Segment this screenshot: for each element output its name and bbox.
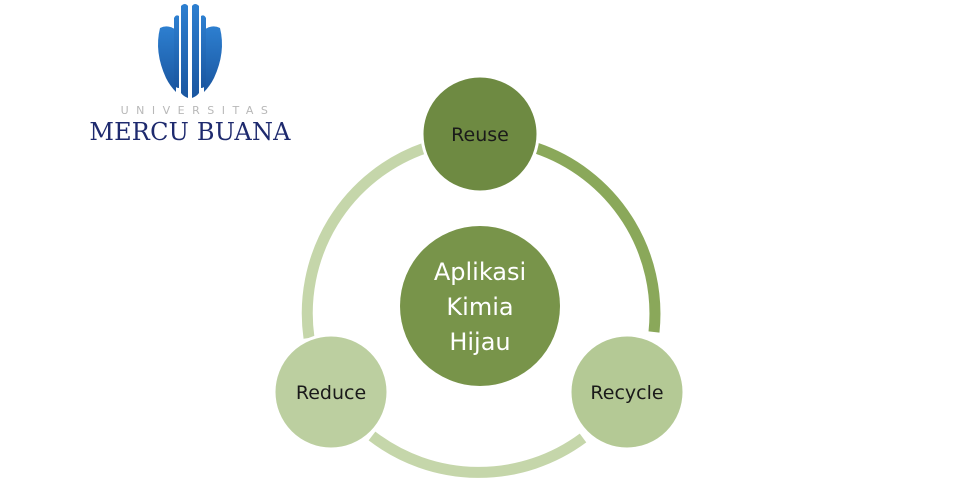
center-node: Aplikasi Kimia Hijau xyxy=(400,226,560,386)
arc-reduce-reuse xyxy=(301,142,427,339)
node-reduce: Reduce xyxy=(272,333,390,451)
arc-reuse-recycle xyxy=(534,142,661,333)
university-logo: UNIVERSITAS MERCU BUANA xyxy=(80,0,300,160)
node-reduce-label: Reduce xyxy=(296,382,366,404)
node-reuse: Reuse xyxy=(420,74,540,194)
center-label-line-3: Hijau xyxy=(449,328,510,356)
node-reuse-label: Reuse xyxy=(451,124,509,146)
arc-recycle-reduce xyxy=(368,431,587,478)
center-label-line-1: Aplikasi xyxy=(434,258,526,286)
logo-name: MERCU BUANA xyxy=(89,118,291,146)
node-recycle-label: Recycle xyxy=(590,382,663,404)
node-recycle: Recycle xyxy=(568,333,686,451)
mercu-buana-emblem-icon xyxy=(158,4,222,98)
logo-subtitle: UNIVERSITAS xyxy=(120,104,276,117)
center-label-line-2: Kimia xyxy=(446,293,513,321)
